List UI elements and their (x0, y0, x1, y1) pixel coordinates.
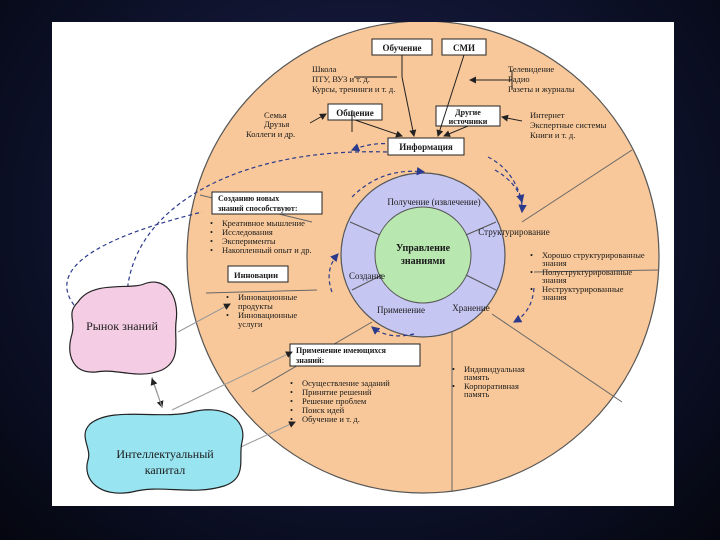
list-item: ПТУ, ВУЗ и т. д. (312, 74, 370, 84)
list-item: Хорошо структурированные (542, 250, 645, 260)
list-item: Индивидуальная (464, 364, 525, 374)
list-item: знания (542, 258, 567, 268)
list-item: знания (542, 292, 567, 302)
list-item: услуги (238, 319, 263, 329)
list-item: Инновационные (238, 292, 297, 302)
list-item: • (226, 310, 229, 320)
list-item: Курсы, тренинги и т. д. (312, 84, 395, 94)
list-item: • (290, 405, 293, 415)
list-item: память (464, 389, 489, 399)
list-primenenie: • Осуществление заданий • Принятие решен… (290, 378, 390, 424)
list-obschenie: Семья Друзья Коллеги и др. (246, 110, 295, 139)
list-item: Принятие решений (302, 387, 372, 397)
ring-label-primenenie: Применение (377, 305, 425, 315)
list-item: Решение проблем (302, 396, 367, 406)
box-obschenie-label: Общение (336, 108, 373, 118)
list-item: Исследования (222, 227, 273, 237)
blob-rynok (69, 281, 178, 375)
list-item: • (210, 245, 213, 255)
innovatsii-title: Инновации (234, 270, 278, 280)
list-item: Неструктурированные (542, 284, 624, 294)
list-item: Корпоративная (464, 381, 519, 391)
list-item: Семья (264, 110, 287, 120)
box-sozdaniyu (211, 191, 323, 215)
list-item: Инновационные (238, 310, 297, 320)
list-item: Радио (508, 74, 530, 84)
list-item: Коллеги и др. (246, 129, 295, 139)
blob-kapital (84, 409, 244, 494)
knowledge-management-diagram: Управление знаниями Получение (извлечени… (66, 20, 660, 494)
list-item: Экспертные системы (530, 120, 607, 130)
ring-dividers (349, 221, 497, 291)
list-item: • (530, 284, 533, 294)
list-drugie: Интернет Экспертные системы Книги и т. д… (530, 110, 607, 140)
ring-label-strukturirovanie: Структурирование (478, 227, 549, 237)
center-circle (374, 206, 472, 304)
primenenie-title-2: знаний: (296, 356, 324, 365)
kapital-label-1: Интеллектуальный (116, 447, 214, 461)
box-obuchenie-label: Обучение (382, 43, 421, 53)
list-item: Друзья (264, 119, 289, 129)
list-item: Накопленный опыт и др. (222, 245, 312, 255)
list-innovatsii: • Инновационные продукты • Инновационные… (226, 292, 297, 329)
list-item: память (464, 372, 489, 382)
list-item: Интернет (530, 110, 565, 120)
list-item: • (530, 267, 533, 277)
list-item: • (452, 364, 455, 374)
list-item: знания (542, 275, 567, 285)
box-drugie-label-2: источники (449, 117, 488, 126)
list-item: Телевидение (508, 64, 554, 74)
list-obuchenie: Школа ПТУ, ВУЗ и т. д. Курсы, тренинги и… (312, 64, 395, 94)
list-struct: • Хорошо структурированные знания • Полу… (530, 250, 645, 302)
source-arrows (309, 54, 523, 138)
sector-dividers (199, 149, 660, 492)
rynok-label: Рынок знаний (86, 319, 158, 333)
list-item: Полуструктурированные (542, 267, 632, 277)
list-item: • (210, 236, 213, 246)
center-title-2: знаниями (401, 256, 446, 267)
list-item: • (226, 292, 229, 302)
list-item: Креативное мышление (222, 218, 305, 228)
list-item: • (210, 218, 213, 228)
list-item: Книги и т. д. (530, 130, 575, 140)
list-item: • (452, 381, 455, 391)
kapital-label-2: капитал (145, 463, 185, 477)
list-item: • (210, 227, 213, 237)
sozdaniyu-title-1: Созданию новых (218, 194, 279, 203)
list-item: • (290, 414, 293, 424)
sozdaniyu-title-2: знаний способствуют: (218, 204, 298, 213)
list-item: продукты (238, 301, 273, 311)
list-item: Осуществление заданий (302, 378, 390, 388)
center-title-1: Управление (396, 243, 451, 254)
list-item: Эксперименты (222, 236, 276, 246)
ring-label-hranenie: Хранение (452, 303, 489, 313)
box-informatsiya (387, 137, 465, 156)
box-informatsiya-label: Информация (399, 142, 453, 152)
box-drugie-label-1: Другие (455, 108, 481, 117)
list-smi: Телевидение Радио Газеты и журналы (508, 64, 575, 94)
list-item: Школа (312, 64, 337, 74)
list-item: • (290, 387, 293, 397)
list-item: • (290, 378, 293, 388)
ring-label-poluchenie: Получение (извлечение) (387, 197, 480, 207)
box-smi-label: СМИ (453, 43, 475, 53)
primenenie-title-1: Применение имеющихся (296, 346, 387, 355)
list-hranenie: • Индивидуальная память • Корпоративная … (452, 364, 525, 399)
box-innovatsii (227, 265, 289, 283)
list-item: Обучение и т. д. (302, 414, 360, 424)
diagram-panel: Управление знаниями Получение (извлечени… (52, 20, 674, 506)
list-item: Газеты и журналы (508, 84, 575, 94)
list-item: • (530, 250, 533, 260)
list-item: • (290, 396, 293, 406)
ring-label-sozdanie: Создание (349, 271, 385, 281)
list-item: Поиск идей (302, 405, 345, 415)
list-sozdaniyu: • Креативное мышление • Исследования • Э… (210, 218, 312, 255)
external-arrows (66, 151, 388, 309)
